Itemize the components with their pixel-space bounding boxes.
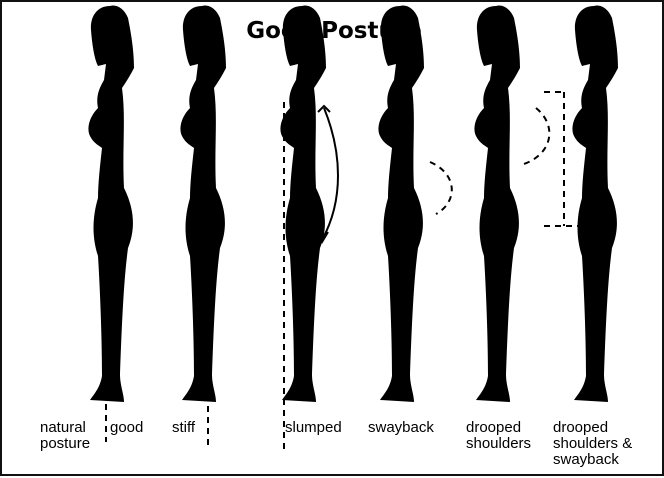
silhouette-drooped-sway — [572, 6, 618, 403]
silhouette-slumped — [280, 6, 326, 403]
silhouette-natural — [88, 6, 134, 403]
silhouette-swayback — [378, 6, 424, 403]
swayback-curve — [430, 162, 452, 214]
page-title: Good Posture — [2, 18, 664, 44]
label-natural: natural posture — [40, 420, 90, 452]
label-slumped: slumped — [285, 420, 342, 436]
silhouette-stiff — [180, 6, 226, 403]
label-drooped-sway: drooped shoulders & swayback — [553, 420, 632, 468]
silhouette-drooped — [474, 6, 520, 403]
shoulders-curve — [524, 108, 549, 164]
label-stiff: stiff — [172, 420, 195, 436]
label-good: good — [110, 420, 143, 436]
label-drooped: drooped shoulders — [466, 420, 531, 452]
label-swayback: swayback — [368, 420, 434, 436]
